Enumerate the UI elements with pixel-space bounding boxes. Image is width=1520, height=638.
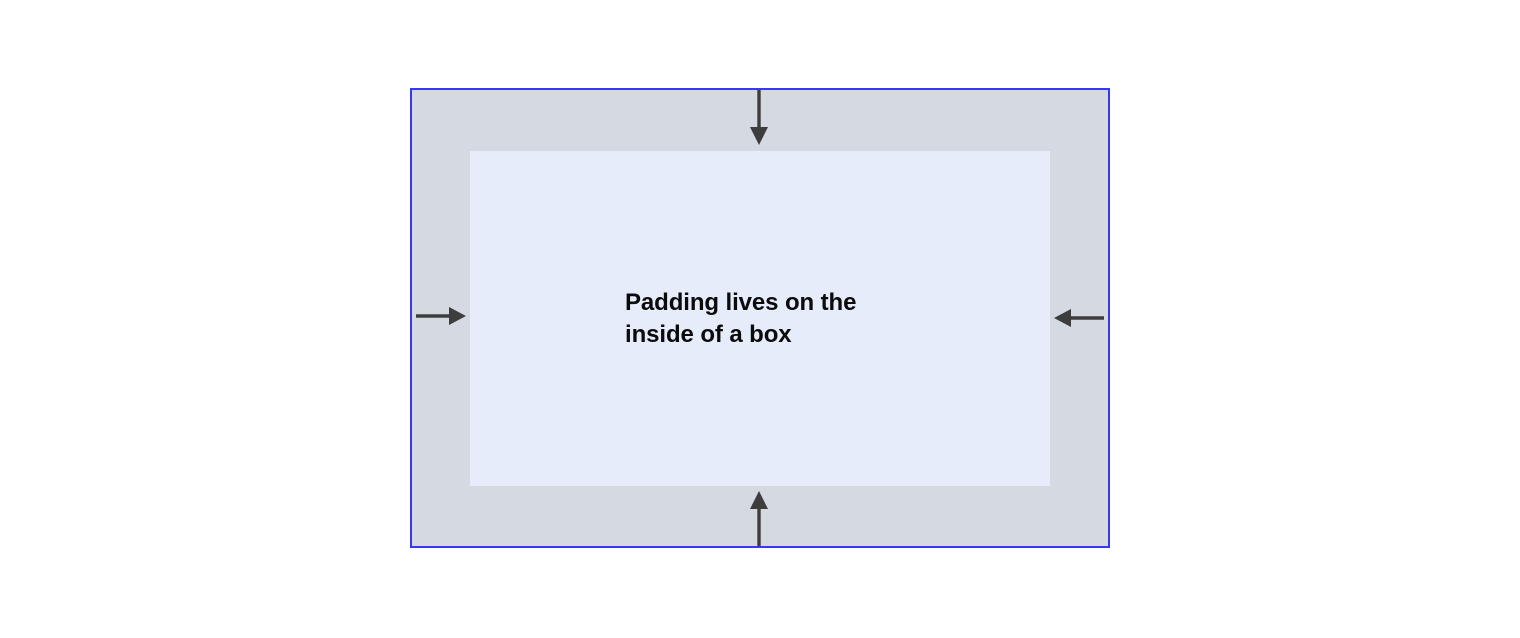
arrow-down-icon — [750, 90, 768, 145]
content-label-line-1: Padding lives on the — [625, 288, 857, 316]
arrow-up-icon — [750, 491, 768, 546]
content-box-inner: Padding lives on the inside of a box — [470, 151, 1050, 486]
arrow-left-icon — [1054, 309, 1104, 327]
content-label-line-2: inside of a box — [625, 320, 792, 348]
content-box-label: Padding lives on the inside of a box — [470, 287, 915, 351]
arrow-right-icon — [416, 307, 466, 325]
